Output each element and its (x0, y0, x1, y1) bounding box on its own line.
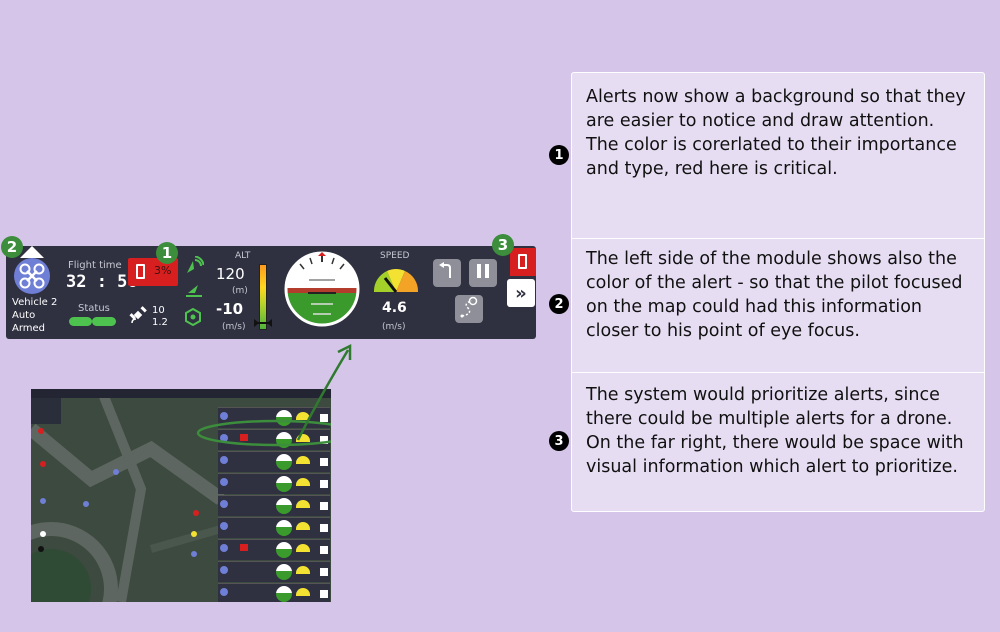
annotation-panel: Alerts now show a background so that the… (571, 72, 985, 512)
vertical-speed-value: -10 (216, 300, 244, 318)
note-2-number: 2 (549, 294, 569, 314)
pause-icon (476, 263, 490, 283)
minimap-markers (38, 419, 331, 557)
battery-percent: 3% (154, 264, 172, 277)
minimap-terrain (31, 389, 226, 602)
speed-gauge (369, 260, 423, 294)
note-1-number: 1 (549, 145, 569, 165)
geofence-icon (184, 307, 202, 330)
flight-time-label: Flight time (68, 260, 122, 271)
minimap-overview[interactable] (31, 389, 331, 602)
speed-label: SPEED (380, 251, 410, 261)
minimap-drone-row (218, 451, 330, 472)
battery-icon (518, 254, 527, 269)
note-3: The system would prioritize alerts, sinc… (572, 373, 984, 511)
note-2: The left side of the module shows also t… (572, 239, 984, 373)
altitude-label: ALT (235, 251, 251, 261)
satellite-count: 10 (152, 305, 165, 316)
vehicle-state: Armed (12, 323, 46, 334)
drone-icon[interactable] (14, 258, 50, 294)
drone-status-module[interactable]: Vehicle 2 Auto Armed Flight time 32 : 56… (6, 246, 536, 339)
speed-value: 4.6 (382, 300, 407, 316)
vertical-speed-unit: (m/s) (222, 322, 246, 332)
note-1-text: Alerts now show a background so that the… (586, 87, 966, 179)
flight-time-value: 32 : 56 (66, 272, 138, 292)
minimap-drone-row (218, 517, 330, 538)
minimap-topbar (31, 389, 331, 398)
vehicle-heading-pointer (20, 246, 44, 258)
note-3-number: 3 (549, 431, 569, 451)
minimap-drone-row (218, 473, 330, 494)
minimap-drone-row (218, 561, 330, 582)
battery-alert[interactable]: 3% (128, 258, 178, 286)
minimap-drone-row (218, 495, 330, 516)
mission-path-button[interactable] (455, 295, 483, 323)
minimap-drone-row (218, 539, 330, 560)
alert-priority-tab[interactable] (510, 248, 536, 276)
return-home-button[interactable] (433, 259, 461, 287)
minimap-drone-row (218, 583, 330, 602)
vehicle-mode: Auto (12, 310, 36, 321)
return-home-icon (438, 262, 456, 284)
zoom-connector-arrow (296, 343, 352, 441)
expand-icon: » (515, 282, 527, 304)
minimap-sidebar (31, 398, 61, 424)
landing-icon (185, 283, 203, 303)
altitude-tape (259, 264, 267, 330)
marker-1: 1 (156, 242, 178, 264)
marker-2: 2 (1, 236, 23, 258)
vehicle-name: Vehicle 2 (12, 297, 58, 308)
attitude-indicator (283, 250, 361, 328)
note-1: Alerts now show a background so that the… (572, 73, 984, 239)
altitude-value: 120 (216, 265, 245, 283)
speed-unit: (m/s) (382, 322, 406, 332)
gps-hdop: 1.2 (152, 317, 168, 328)
expand-button[interactable]: » (507, 279, 535, 307)
status-indicator-1 (69, 317, 92, 326)
pause-button[interactable] (469, 259, 497, 287)
status-label: Status (78, 303, 110, 314)
altitude-unit: (m) (232, 286, 248, 296)
marker-3: 3 (492, 234, 514, 256)
note-3-text: The system would prioritize alerts, sinc… (586, 385, 964, 477)
battery-icon (136, 264, 145, 279)
altitude-tape-marker (254, 312, 272, 331)
mission-path-icon (459, 296, 479, 322)
satellite-icon (129, 306, 149, 330)
signal-icon (184, 255, 205, 280)
note-2-text: The left side of the module shows also t… (586, 249, 963, 341)
status-indicator-2 (92, 317, 116, 326)
